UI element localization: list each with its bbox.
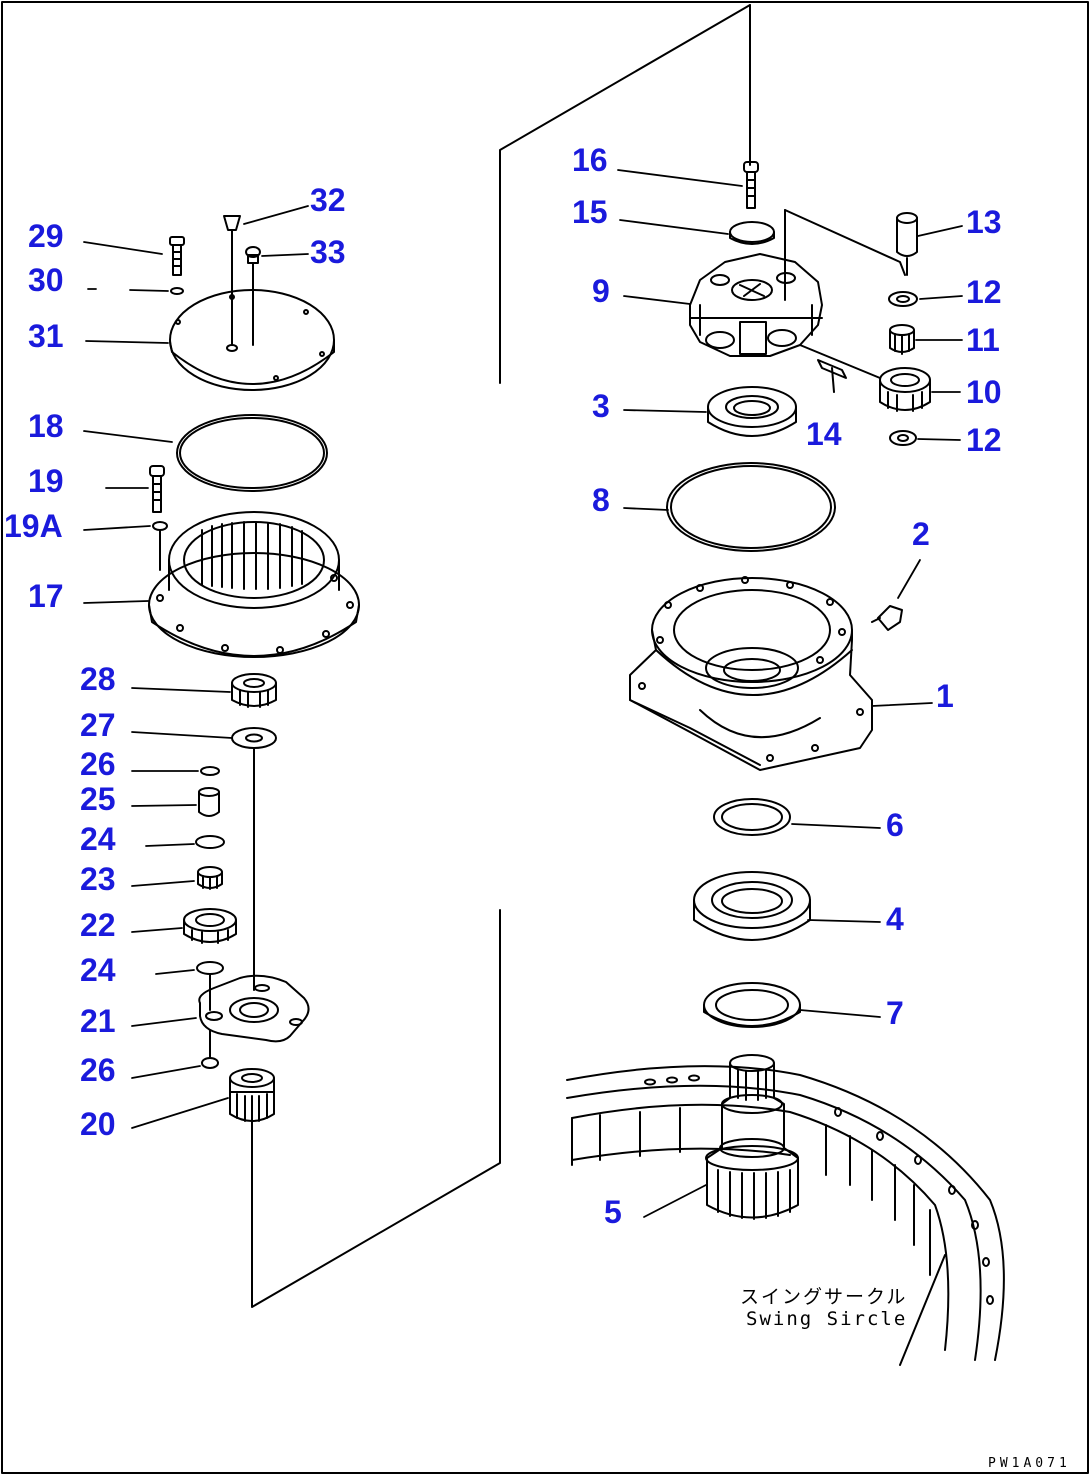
callout-31: 31 bbox=[28, 318, 64, 354]
assembly-path-line bbox=[499, 4, 751, 384]
part-16-bolt bbox=[743, 161, 759, 209]
part-20-sun-gear bbox=[229, 1068, 275, 1123]
callout-15: 15 bbox=[572, 194, 608, 230]
callout-12-lower: 12 bbox=[966, 422, 1002, 458]
part-12-washer bbox=[889, 430, 917, 446]
part-12-washer bbox=[888, 291, 918, 307]
part-28-gear bbox=[231, 673, 277, 708]
part-14-pin bbox=[817, 359, 847, 393]
part-11-needle-bearing bbox=[889, 324, 915, 355]
part-8-o-ring bbox=[666, 462, 836, 552]
callout-18: 18 bbox=[28, 408, 64, 444]
part-10-gear bbox=[879, 367, 931, 412]
callout-2: 2 bbox=[912, 516, 930, 552]
part-26-ring bbox=[201, 1057, 219, 1069]
part-2-fitting bbox=[871, 605, 903, 631]
callout-19: 19 bbox=[28, 463, 64, 499]
callout-25: 25 bbox=[80, 781, 116, 817]
callout-33: 33 bbox=[310, 234, 346, 270]
callout-4: 4 bbox=[886, 901, 904, 937]
swing-circle-caption-en: Swing Sircle bbox=[746, 1308, 908, 1330]
callout-22: 22 bbox=[80, 907, 116, 943]
part-24-washer bbox=[196, 961, 224, 975]
part-13-shaft bbox=[896, 212, 918, 276]
callout-23: 23 bbox=[80, 861, 116, 897]
part-19-bolt bbox=[149, 465, 165, 513]
callout-10: 10 bbox=[966, 374, 1002, 410]
part-7-seal bbox=[703, 982, 801, 1028]
callout-16: 16 bbox=[572, 142, 608, 178]
callout-6: 6 bbox=[886, 807, 904, 843]
leader-lines bbox=[83, 169, 963, 1218]
part-22-gear bbox=[183, 908, 237, 944]
part-33-plug bbox=[245, 246, 261, 346]
callout-24-lower: 24 bbox=[80, 952, 116, 988]
part-29-bolt bbox=[169, 236, 185, 276]
callout-7: 7 bbox=[886, 995, 904, 1031]
part-6-seal bbox=[713, 798, 791, 836]
callout-32: 32 bbox=[310, 182, 346, 218]
callout-21: 21 bbox=[80, 1003, 116, 1039]
part-21-carrier-plate bbox=[198, 974, 310, 1043]
part-24-washer bbox=[195, 835, 225, 849]
callout-30: 30 bbox=[28, 262, 64, 298]
part-30-washer bbox=[170, 287, 184, 295]
callout-20: 20 bbox=[80, 1106, 116, 1142]
callout-26-upper: 26 bbox=[80, 746, 116, 782]
callout-1: 1 bbox=[936, 678, 954, 714]
callout-13: 13 bbox=[966, 204, 1002, 240]
swing-circle bbox=[566, 1065, 1005, 1366]
callout-5: 5 bbox=[604, 1194, 622, 1230]
callout-17: 17 bbox=[28, 578, 64, 614]
part-23-needle-bearing bbox=[197, 866, 223, 890]
swing-circle-caption-jp: スイングサークル bbox=[740, 1286, 908, 1308]
callout-26-lower: 26 bbox=[80, 1052, 116, 1088]
callout-11: 11 bbox=[966, 322, 1000, 358]
part-19a-washer bbox=[152, 521, 168, 531]
part-3-bearing bbox=[707, 386, 797, 437]
part-25-shaft bbox=[198, 787, 220, 817]
shaft-centerline bbox=[784, 209, 906, 276]
callout-29: 29 bbox=[28, 218, 64, 254]
assembly-path-line bbox=[251, 909, 501, 1308]
part-1-case bbox=[629, 576, 873, 771]
callout-14: 14 bbox=[806, 416, 842, 452]
part-27-thrust-washer bbox=[231, 727, 277, 749]
part-26-ring bbox=[200, 766, 220, 776]
part-17-ring-gear bbox=[148, 511, 360, 658]
callout-19a: 19A bbox=[4, 508, 63, 544]
callout-28: 28 bbox=[80, 661, 116, 697]
drawing-code: PW1A071 bbox=[988, 1456, 1071, 1471]
part-31-cover bbox=[169, 289, 335, 391]
callout-12-upper: 12 bbox=[966, 274, 1002, 310]
part-5-pinion-shaft bbox=[705, 1054, 799, 1220]
callout-24-upper: 24 bbox=[80, 821, 116, 857]
part-18-o-ring bbox=[176, 414, 328, 492]
callout-8: 8 bbox=[592, 482, 610, 518]
callout-27: 27 bbox=[80, 707, 116, 743]
callout-3: 3 bbox=[592, 388, 610, 424]
part-9-carrier bbox=[689, 253, 823, 357]
part-15-plate bbox=[729, 221, 775, 245]
part-32-gauge bbox=[223, 215, 241, 346]
callout-9: 9 bbox=[592, 273, 610, 309]
part-4-bearing bbox=[693, 871, 811, 941]
